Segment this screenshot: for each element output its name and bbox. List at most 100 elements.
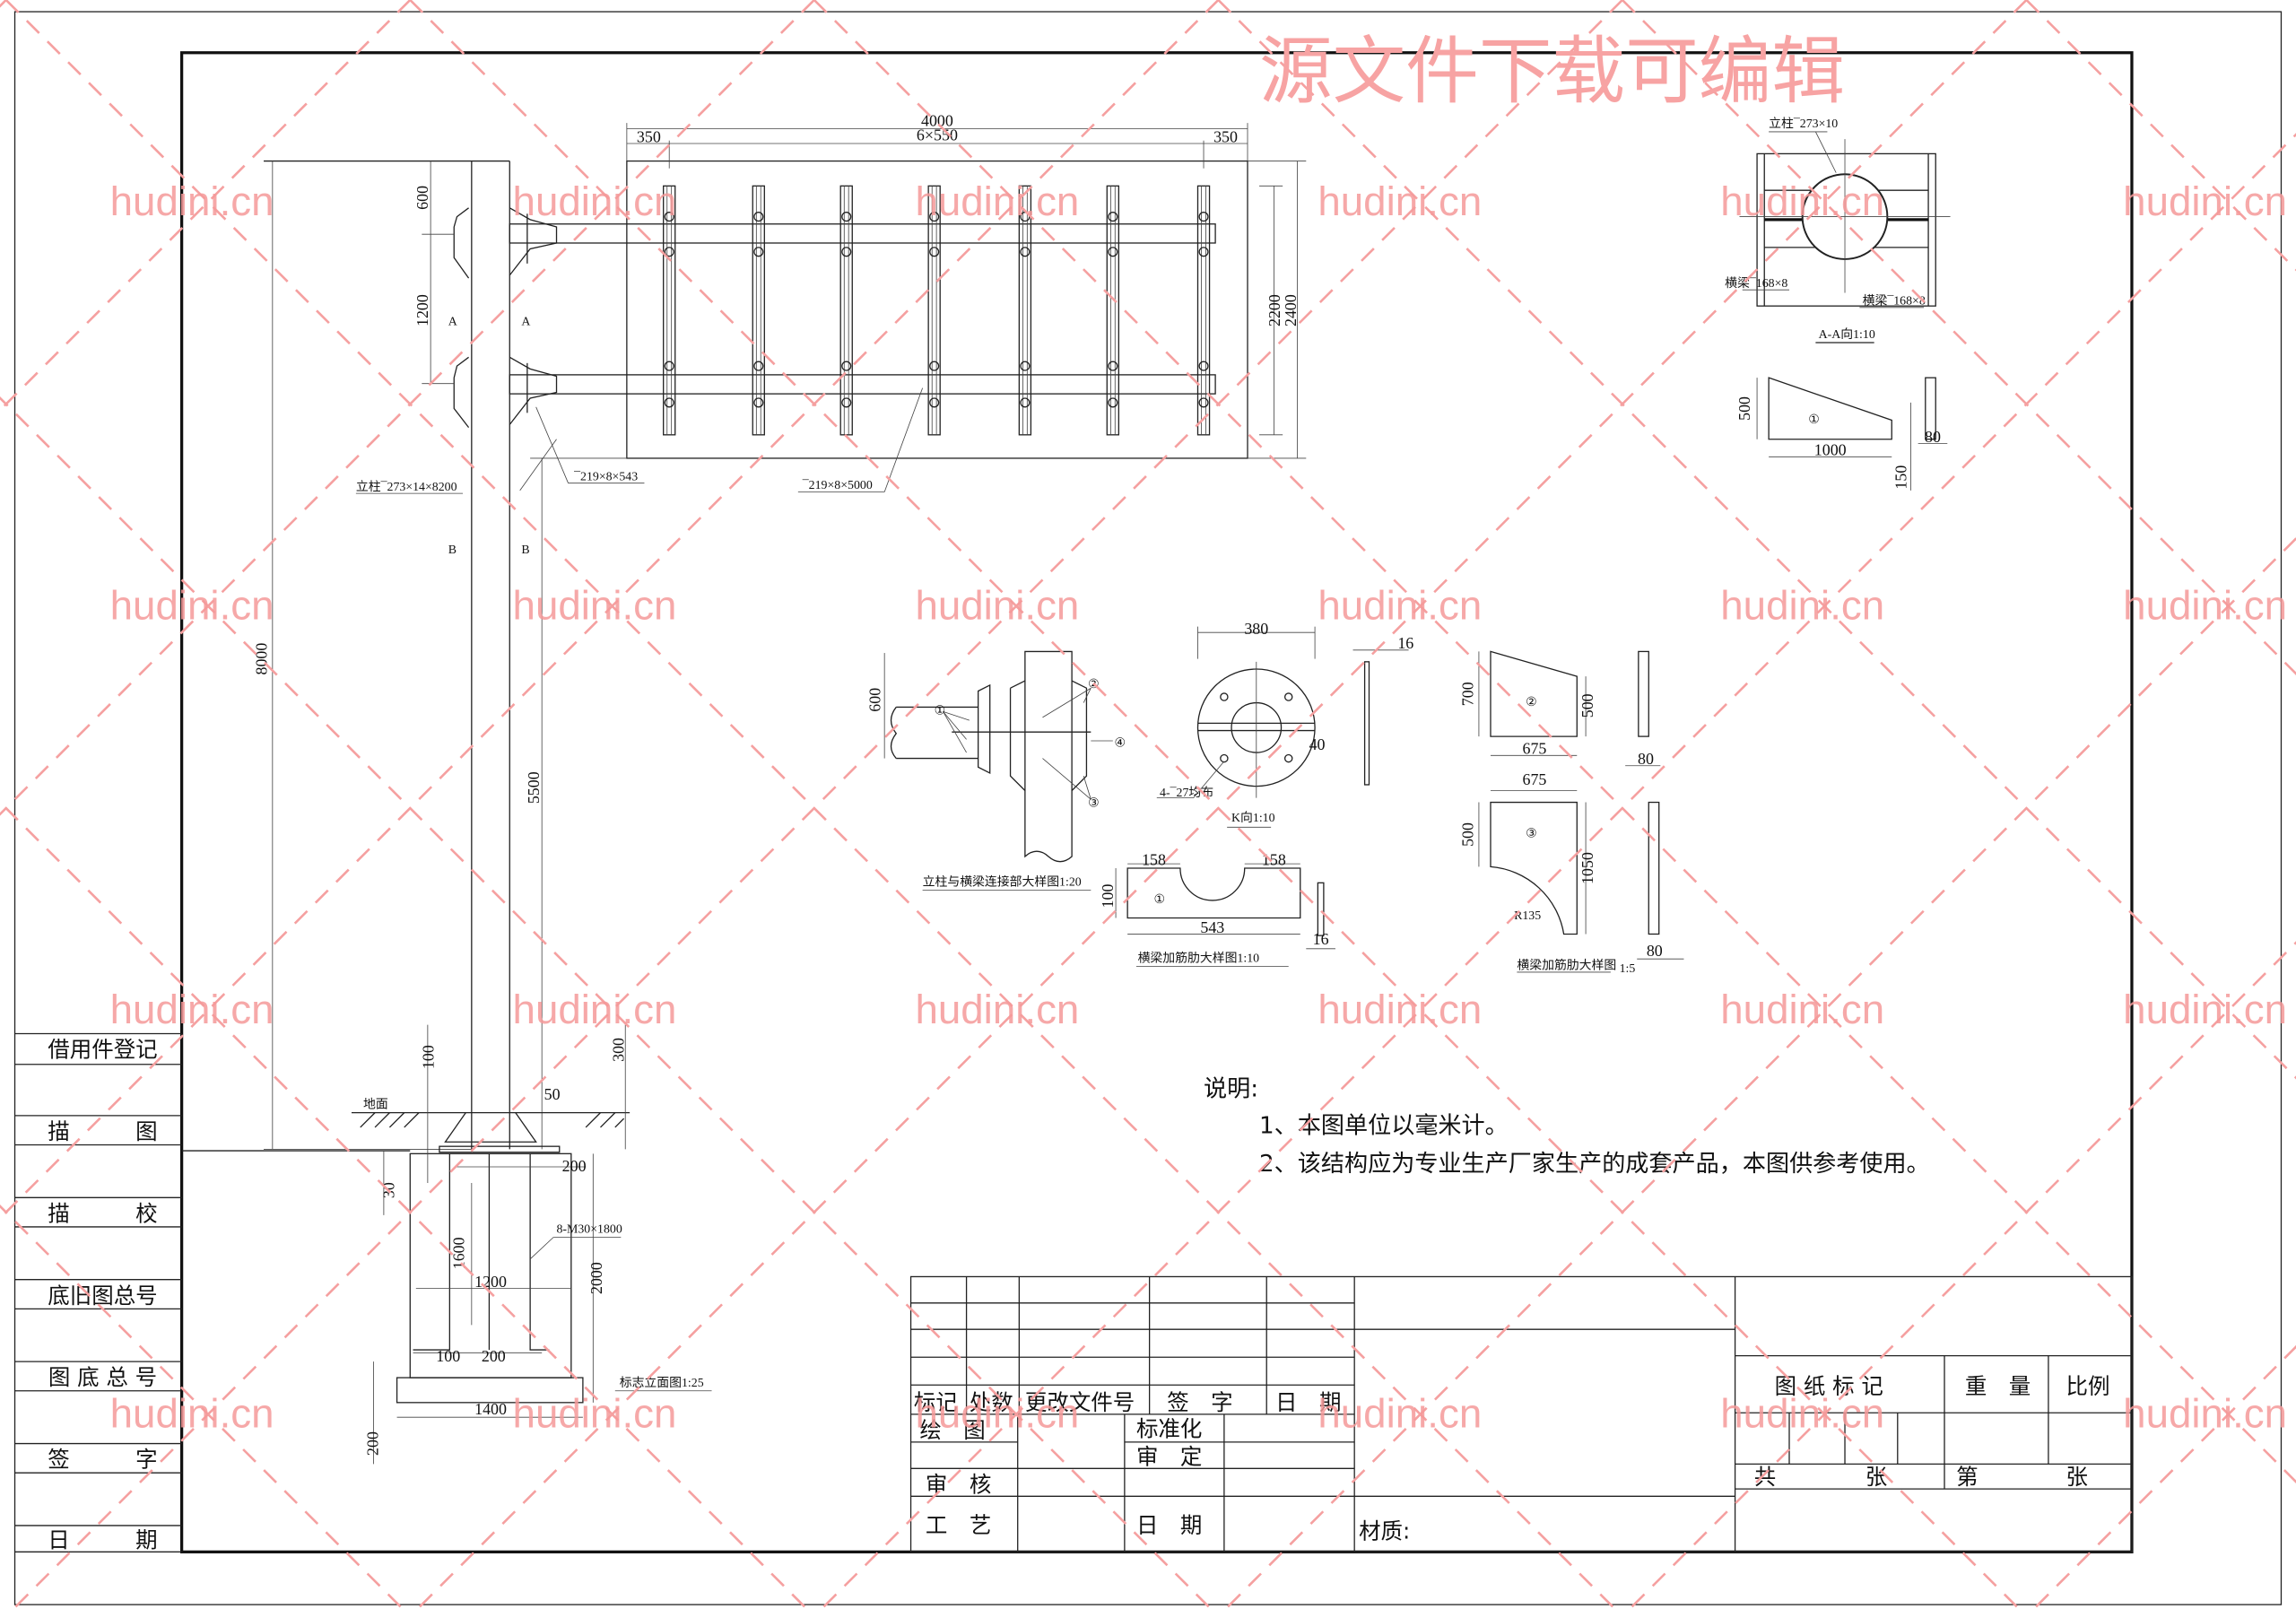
left-sidebar: 借用件登记 描 图 描 校 底旧图总号 图 底 总 号 签 字 日 期 [14,1032,182,1552]
rib1-detail: ① 158 158 543 100 16 横梁加筋肋大样图1:10 [1099,851,1335,967]
section-b-left: B [448,544,457,557]
watermark-title: 源文件下载可编辑 [1259,30,1845,115]
stiffener [663,185,676,436]
dim-1200: 1200 [413,294,431,326]
watermark-site: hudini.cn [1720,987,1884,1032]
rib3-dim-80: 80 [1647,942,1663,960]
rev-header-sign: 签 字 [1167,1389,1232,1415]
rib2-detail: ② 700 500 675 80 [1458,650,1661,768]
watermark-site: hudini.cn [2123,583,2287,629]
tb-standard: 标准化 [1136,1415,1202,1441]
k-caption: K向1:10 [1231,811,1275,825]
sidebar-row-5: 图 底 总 号 [48,1364,157,1390]
tb-sheet-no: 第 [1956,1464,1978,1490]
watermark-site: hudini.cn [2123,178,2287,224]
watermark-site: hudini.cn [2123,1391,2287,1437]
watermark-site: hudini.cn [915,178,1079,224]
part1-dim-500: 500 [1735,396,1753,421]
connection-detail: 600 ① ② ③ ④ 立柱与横梁连接部大样图1:20 [865,650,1126,891]
conn-mark-3: ③ [1088,796,1099,810]
outer-border [13,11,2283,1605]
view-aa: 立柱¯273×10 横梁¯168×8 横梁¯168×8 A-A向1:10 ① 5… [1725,117,1951,491]
sidebar-row-1: 借用件登记 [48,1037,157,1063]
watermark-grid: hudini.cn hudini.cn hudini.cn hudini.cn hudi… [110,178,2287,1437]
rib3-radius: R135 [1514,909,1541,923]
watermark-site: hudini.cn [1720,178,1884,224]
part1-dim-150: 150 [1892,465,1910,490]
tb-sheets-1: 张 [1866,1464,1887,1490]
tb-weight: 重 量 [1965,1373,2031,1399]
section-a-left: A [448,315,457,328]
sidebar-row-2: 描 图 [48,1118,157,1144]
rib1-dim-16: 16 [1313,930,1329,948]
watermark-site: hudini.cn [915,583,1079,629]
rib2-mark: ② [1526,696,1536,709]
stiffener [927,185,941,436]
dim-8000: 8000 [252,643,270,675]
anchor-bolts-label: 8-M30×1800 [557,1222,622,1236]
rib1-dim-158a: 158 [1142,851,1166,869]
conn-mark-1: ① [935,705,945,718]
panel-stiffeners [663,185,1211,436]
k-dim-380: 380 [1244,620,1268,638]
watermark-site: hudini.cn [1318,987,1482,1032]
dim-top-left: 350 [637,127,661,145]
watermark-site: hudini.cn [1318,178,1482,224]
rib3-dim-500: 500 [1458,822,1476,847]
dim-panel-outer: 2400 [1282,294,1300,326]
watermark-site: hudini.cn [110,987,274,1032]
rib2-dim-675: 675 [1522,740,1546,758]
conn-mark-4: ④ [1114,737,1125,751]
rib1-mark: ① [1154,893,1165,907]
notes: 说明: 1、本图单位以毫米计。 2、该结构应为专业生产厂家生产的成套产品，本图供… [1204,1076,1930,1178]
watermark-site: hudini.cn [1318,1391,1482,1437]
elevation-caption: 标志立面图1:25 [620,1376,704,1390]
long-arm-label: ¯219×8×5000 [802,479,873,492]
ground-label: 地面 [363,1098,388,1112]
dim-1200-foundation: 1200 [474,1273,507,1291]
rib2-dim-700: 700 [1458,682,1476,706]
rib1-caption: 横梁加筋肋大样图1:10 [1138,950,1260,965]
section-b-right: B [521,544,529,557]
watermark-site: hudini.cn [513,987,677,1032]
tb-total: 共 [1754,1464,1776,1490]
rib1-dim-158b: 158 [1262,851,1286,869]
note-item-1: 1、本图单位以毫米计。 [1259,1112,1509,1139]
watermark-site: hudini.cn [1318,583,1482,629]
rib3-dim-675: 675 [1522,770,1546,788]
sidebar-row-6: 签 字 [48,1447,157,1473]
dim-top-spacing: 6×550 [917,126,958,144]
dim-200-plate: 200 [562,1157,587,1175]
watermark-site: hudini.cn [110,1391,274,1437]
watermark-site: hudini.cn [110,583,274,629]
dim-600: 600 [413,186,431,210]
dim-100-bottom: 100 [436,1347,460,1365]
tb-review: 审 核 [926,1471,991,1497]
tb-date: 日 期 [1136,1512,1202,1538]
part1-mark: ① [1808,413,1819,427]
aa-pole-label: 立柱¯273×10 [1769,117,1838,131]
rib3-mark: ③ [1526,828,1536,841]
dim-50: 50 [544,1085,561,1103]
stiffener [839,185,853,436]
dim-panel-inner: 2200 [1265,294,1283,326]
dim-300: 300 [610,1038,628,1062]
tb-draw: 绘 图 [919,1417,985,1443]
rib3-scale: 1:5 [1620,962,1636,976]
pole-label: 立柱¯273×14×8200 [356,480,457,494]
rev-header-count: 处数 [970,1389,1013,1415]
dim-200-bottom: 200 [482,1347,506,1365]
aa-beam-right-label: 横梁¯168×8 [1863,294,1926,309]
rev-header-mark: 标记 [914,1389,958,1415]
note-item-2: 2、该结构应为专业生产厂家生产的成套产品，本图供参考使用。 [1259,1151,1930,1178]
conn-dim-600: 600 [865,688,883,712]
rib3-dim-1050: 1050 [1578,852,1596,884]
aa-beam-left-label: 横梁¯168×8 [1725,276,1787,291]
watermark-site: hudini.cn [513,1391,677,1437]
part1-dim-1000: 1000 [1814,441,1847,459]
rib2-dim-80: 80 [1638,750,1654,768]
rib3-detail: ③ 675 500 1050 R135 80 横梁加筋肋大样图 1:5 [1458,770,1684,976]
tb-scale: 比例 [2066,1373,2110,1399]
stiffener [1196,185,1211,436]
rev-header-date: 日 期 [1275,1389,1341,1415]
